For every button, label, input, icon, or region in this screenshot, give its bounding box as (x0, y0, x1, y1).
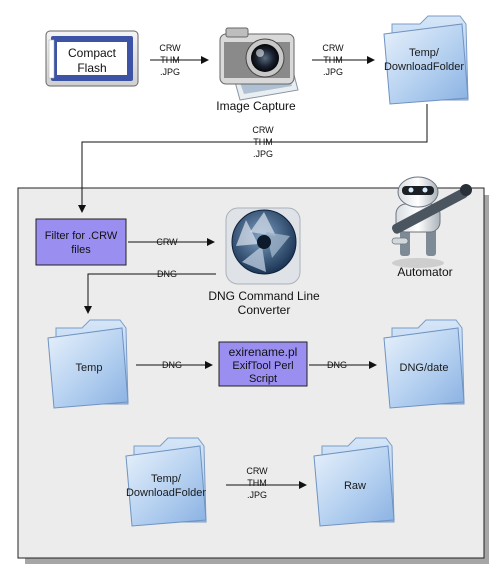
raw-folder-label: Raw (344, 480, 366, 492)
dng-date-folder-icon (383, 319, 465, 409)
flow-label-crw-4: CRW (156, 237, 178, 247)
dng-converter-label-2: Converter (238, 303, 291, 317)
flow-label-jpg: .JPG (160, 67, 180, 77)
flow-label-dng-2: DNG (162, 360, 182, 370)
dng-converter-icon (225, 207, 301, 285)
flow-label-jpg-2: .JPG (323, 67, 343, 77)
dng-converter-label-1: DNG Command Line (208, 289, 320, 303)
flow-label-dng-1: DNG (157, 269, 177, 279)
flow-label-thm: THM (160, 55, 180, 65)
dng-date-folder-label: DNG/date (400, 362, 449, 374)
exiftool-label-2: ExifTool Perl (232, 360, 293, 372)
image-capture-label: Image Capture (216, 99, 296, 113)
arrow-folder-to-filter (78, 104, 428, 213)
automator-robot-icon (391, 176, 472, 268)
flow-label-thm-2: THM (323, 55, 343, 65)
exiftool-label-1: exirename.pl (229, 345, 298, 359)
image-capture-camera-icon (219, 27, 299, 101)
exiftool-script-box (218, 341, 308, 387)
filter-crw-label-1: Filter for .CRW (45, 230, 118, 242)
download-folder-bottom-icon (125, 437, 207, 527)
compact-flash-label-2: Flash (77, 61, 106, 75)
flow-label-jpg-3: .JPG (253, 149, 273, 159)
flow-label-thm-5: THM (247, 478, 267, 488)
download-folder-bottom-label-1: Temp/ (151, 473, 182, 485)
exiftool-label-3: Script (249, 373, 277, 385)
flow-label-crw-2: CRW (322, 43, 344, 53)
flow-label-crw-5: CRW (246, 466, 268, 476)
download-folder-top-icon (383, 15, 469, 105)
temp-folder-label: Temp (76, 362, 103, 374)
filter-crw-label-2: files (71, 244, 91, 256)
flow-label-dng-3: DNG (327, 360, 347, 370)
download-folder-top-label-2: DownloadFolder (384, 61, 464, 73)
download-folder-top-label-1: Temp/ (409, 47, 440, 59)
flow-label-jpg-5: .JPG (247, 490, 267, 500)
download-folder-bottom-label-2: DownloadFolder (126, 487, 206, 499)
arrow-converter-to-temp (84, 273, 216, 314)
flow-label-crw-3: CRW (252, 125, 274, 135)
filter-crw-box (35, 218, 127, 266)
temp-folder-icon (47, 319, 129, 409)
raw-folder-icon (313, 437, 395, 527)
compact-flash-card-icon: Compact Flash (45, 30, 139, 87)
automator-label: Automator (397, 265, 452, 279)
compact-flash-label-1: Compact (68, 46, 117, 60)
flow-label-crw: CRW (159, 43, 181, 53)
flow-label-thm-3: THM (253, 137, 273, 147)
